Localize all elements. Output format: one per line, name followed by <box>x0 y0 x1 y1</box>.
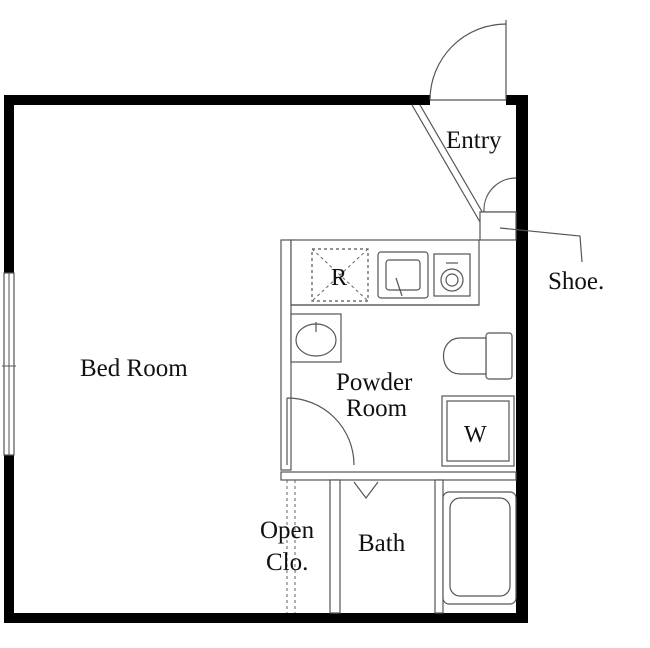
toilet-bowl <box>443 337 487 375</box>
left-wall-upper <box>4 95 14 273</box>
entry-label: Entry <box>446 127 502 154</box>
right-wall <box>516 95 528 623</box>
open-closet-label-line1: Open <box>260 517 315 544</box>
cooktop <box>433 253 471 297</box>
entry-door <box>429 20 507 101</box>
window <box>2 272 16 456</box>
vanity-basin <box>290 313 342 363</box>
bathtub-inner <box>449 497 511 597</box>
refrigerator-label: R <box>331 265 347 291</box>
bath-label: Bath <box>358 530 406 557</box>
powder-room-label-line2: Room <box>346 395 408 422</box>
top-wall-left <box>4 95 430 105</box>
toilet-tank <box>485 332 513 380</box>
entry-step-line <box>411 104 481 223</box>
partitions <box>280 471 517 614</box>
washer-label: W <box>464 422 487 448</box>
powder-room <box>286 313 515 467</box>
powder-room-label-line1: Powder <box>336 369 413 396</box>
bottom-wall <box>4 613 528 623</box>
bed-room-label: Bed Room <box>80 355 188 382</box>
kitchen <box>280 239 480 471</box>
open-closet-label-line2: Clo. <box>266 549 308 576</box>
exterior-walls <box>4 95 528 623</box>
shoe-label: Shoe. <box>548 268 604 295</box>
shoe-cabinet <box>479 177 583 263</box>
left-wall-lower <box>4 455 14 623</box>
